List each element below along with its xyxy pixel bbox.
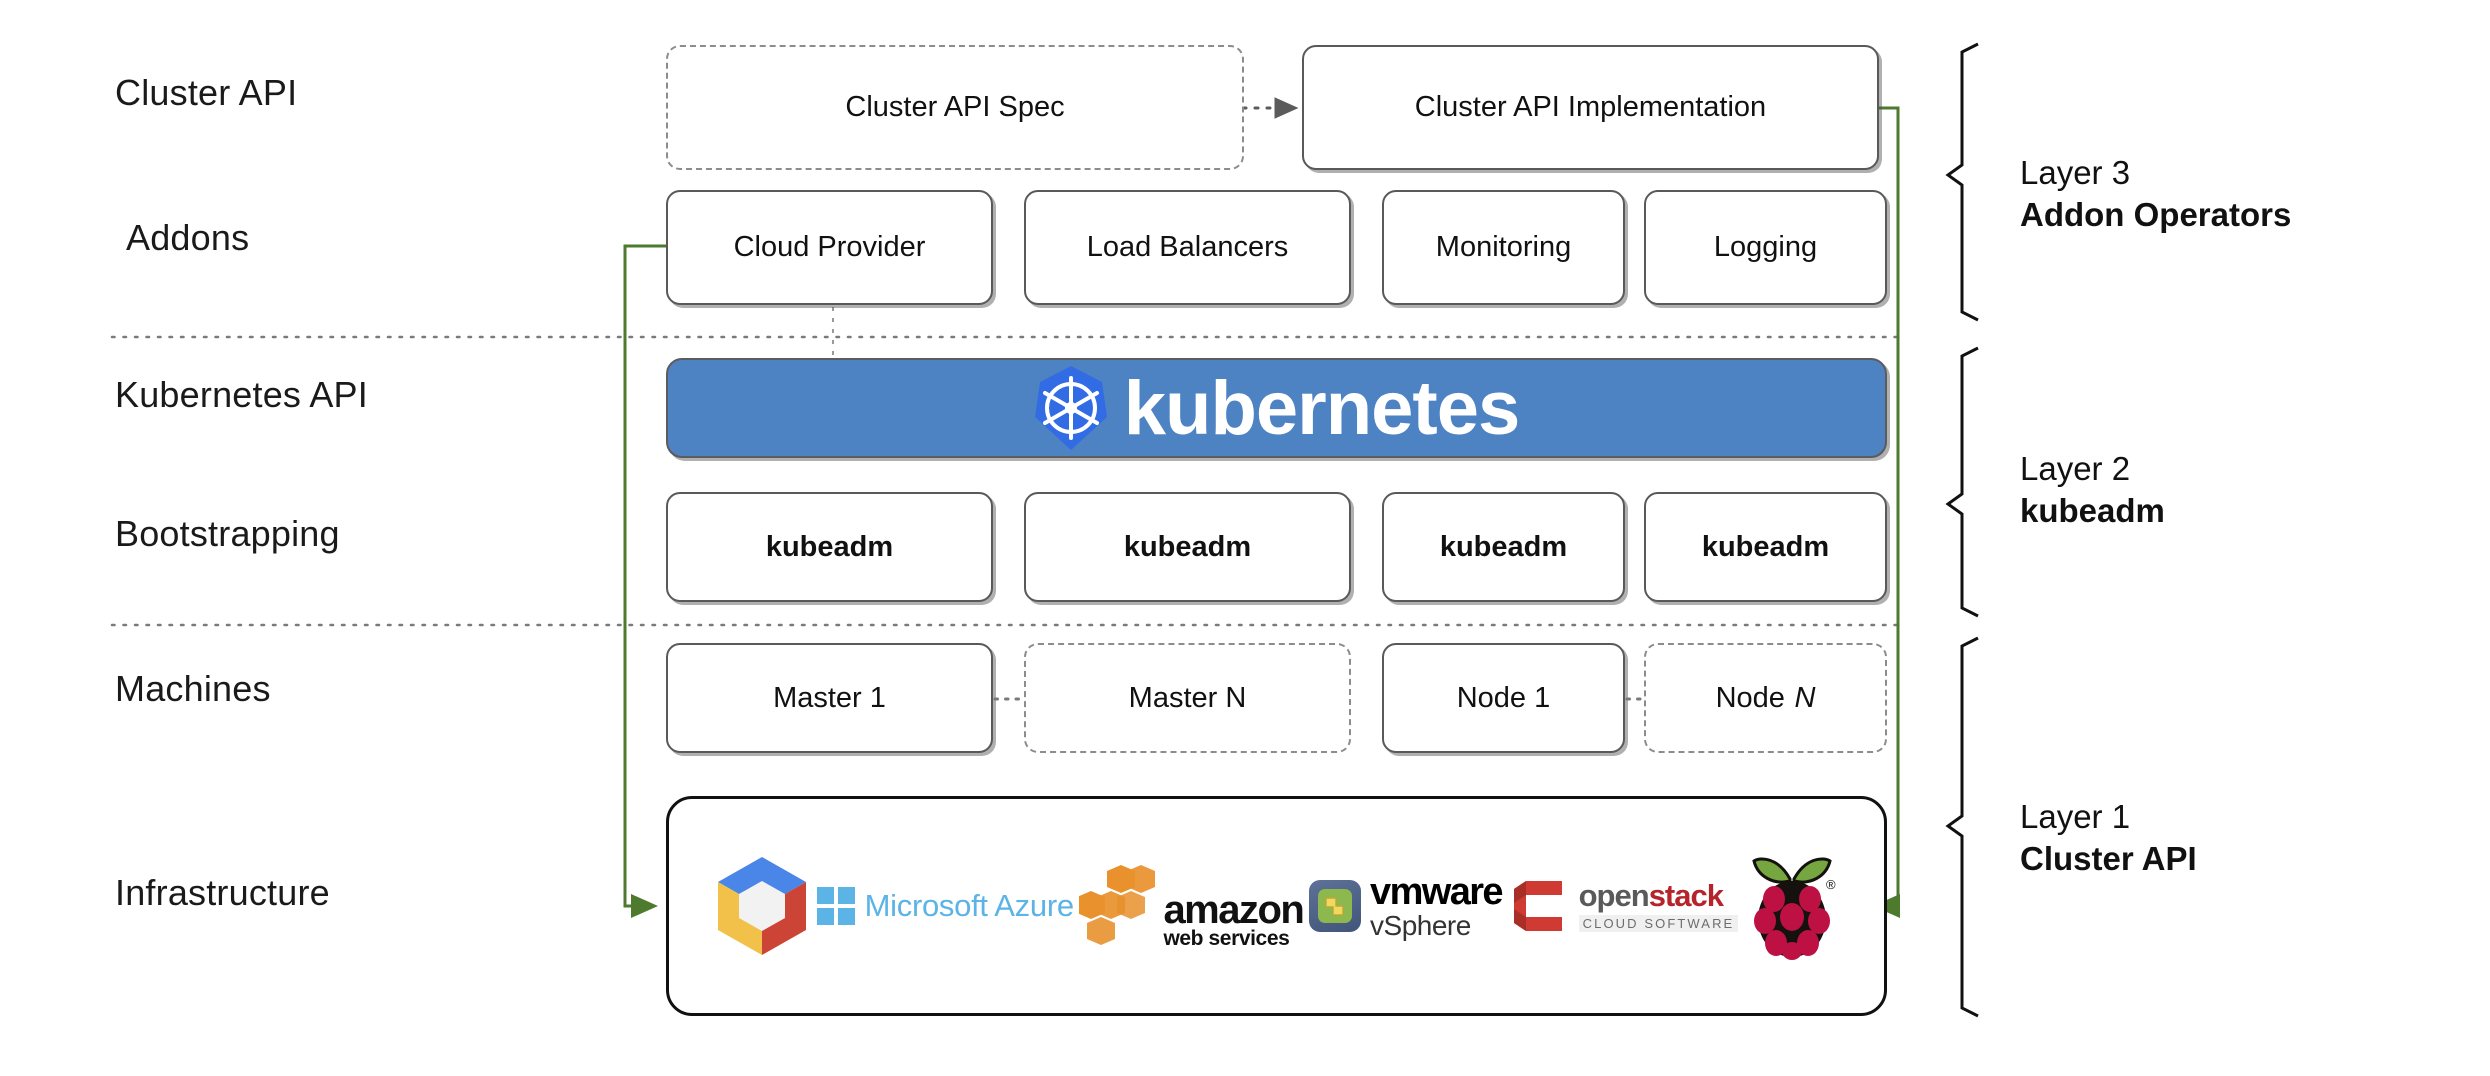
layer-2-name: kubeadm: [2020, 491, 2165, 529]
kubernetes-wordmark: kubernetes: [1123, 365, 1520, 451]
google-cloud-icon: [713, 854, 811, 958]
kubernetes-helm-wheel-icon: [1034, 365, 1108, 451]
kubernetes-banner[interactable]: kubernetes: [666, 358, 1887, 458]
svg-text:®: ®: [1826, 877, 1836, 892]
openstack-label-row: openstack: [1579, 880, 1739, 911]
kubeadm-box-3[interactable]: kubeadm: [1382, 492, 1625, 602]
cluster-api-implementation-box[interactable]: Cluster API Implementation: [1302, 45, 1879, 170]
layer-1-number: Layer 1: [2020, 798, 2131, 835]
aws-amazon-label: amazon: [1163, 888, 1304, 933]
brace-layer-1: [1945, 636, 1979, 1018]
machine-box-master-1[interactable]: Master 1: [666, 643, 993, 753]
openstack-cloud-software-label: CLOUD SOFTWARE: [1578, 915, 1739, 932]
addon-box-logging[interactable]: Logging: [1644, 190, 1887, 305]
kubeadm-box-1[interactable]: kubeadm: [666, 492, 993, 602]
machine-box-node-n-italic-suffix: N: [1794, 681, 1816, 714]
layer-caption-3: Layer 3 Addon Operators: [2020, 152, 2291, 235]
brace-layer-2: [1945, 346, 1979, 618]
row-label-infrastructure: Infrastructure: [115, 872, 330, 913]
cluster-api-spec-box[interactable]: Cluster API Spec: [666, 45, 1244, 170]
machine-box-master-n[interactable]: Master N: [1024, 643, 1351, 753]
raspberry-pi-icon: ®: [1744, 851, 1840, 961]
amazon-web-services-icon: amazon web services: [1079, 863, 1305, 951]
vmware-vsphere-icon: vmware vSphere: [1309, 870, 1504, 941]
layer-caption-1: Layer 1 Cluster API: [2020, 796, 2197, 879]
layer-2-number: Layer 2: [2020, 450, 2131, 487]
vsphere-badge-icon: [1309, 880, 1362, 932]
vsphere-label: vSphere: [1370, 909, 1471, 941]
aws-cubes-icon: [1079, 865, 1156, 945]
row-label-cluster-api: Cluster API: [115, 72, 298, 113]
layer-caption-2: Layer 2 kubeadm: [2020, 448, 2165, 531]
machines-ellipsis-1: [993, 697, 1024, 701]
machines-ellipsis-2: [1625, 697, 1644, 701]
openstack-open-label: open: [1578, 878, 1650, 913]
vmware-label: vmware: [1370, 870, 1504, 913]
machine-box-node-1[interactable]: Node 1: [1382, 643, 1625, 753]
vmware-wordmark: vmware vSphere: [1370, 870, 1504, 941]
aws-wordmark: amazon web services: [1163, 888, 1304, 951]
machine-box-node-n[interactable]: Node N: [1644, 643, 1887, 753]
kubeadm-box-4[interactable]: kubeadm: [1644, 492, 1887, 602]
openstack-mark-icon: [1513, 881, 1562, 931]
openstack-wordmark: openstack CLOUD SOFTWARE: [1578, 880, 1739, 932]
addon-box-cloud-provider[interactable]: Cloud Provider: [666, 190, 993, 305]
row-label-machines: Machines: [115, 668, 271, 709]
layer-3-name: Addon Operators: [2020, 195, 2292, 233]
microsoft-azure-icon: Microsoft Azure: [816, 887, 1074, 925]
addon-box-load-balancers[interactable]: Load Balancers: [1024, 190, 1351, 305]
row-label-bootstrapping: Bootstrapping: [115, 513, 340, 554]
addon-box-monitoring[interactable]: Monitoring: [1382, 190, 1625, 305]
openstack-stack-label: stack: [1648, 878, 1724, 913]
aws-webservices-label: web services: [1163, 927, 1290, 951]
infrastructure-container[interactable]: Microsoft Azure amazon web services: [666, 796, 1887, 1016]
layer-1-name: Cluster API: [2020, 839, 2197, 877]
machine-box-node-n-label: Node: [1715, 681, 1785, 714]
microsoft-azure-label: Microsoft Azure: [864, 888, 1074, 923]
openstack-icon: openstack CLOUD SOFTWARE: [1508, 875, 1739, 937]
brace-layer-3: [1945, 42, 1979, 322]
row-label-kubernetes-api: Kubernetes API: [115, 374, 368, 415]
cloudprovider-to-infrastructure-flow: [623, 244, 668, 918]
microsoft-window-icon: [816, 887, 855, 925]
layer-3-number: Layer 3: [2020, 154, 2131, 191]
row-label-addons: Addons: [126, 217, 250, 258]
kubeadm-box-2[interactable]: kubeadm: [1024, 492, 1351, 602]
